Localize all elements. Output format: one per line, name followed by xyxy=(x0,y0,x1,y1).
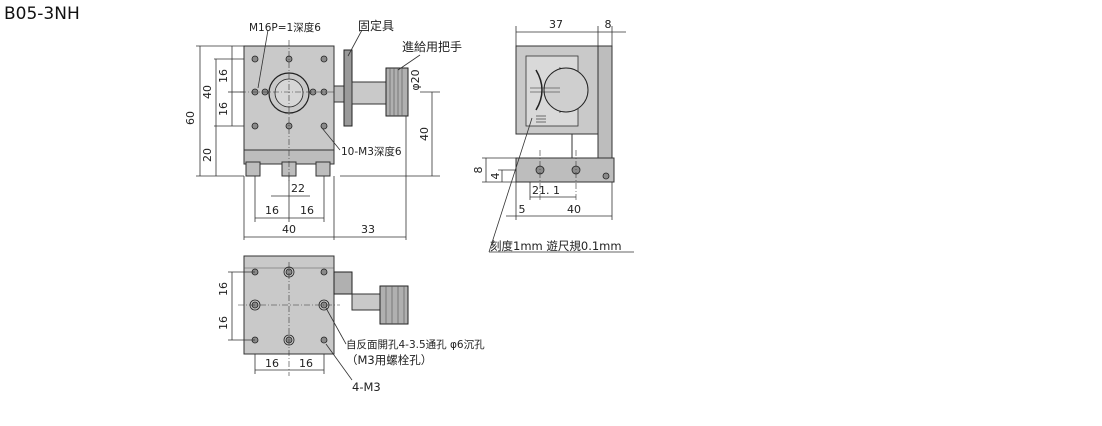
dim-40-side: 40 xyxy=(567,203,581,216)
dim-40-left: 40 xyxy=(201,85,214,99)
label-m3-holes: 10-M3深度6 xyxy=(341,145,402,158)
dim-4-side: 4 xyxy=(489,173,502,180)
top-view: 60 40 16 16 20 22 16 16 40 33 40 M16P=1深… xyxy=(184,18,462,240)
feed-handle xyxy=(385,67,409,117)
bottom-feed-handle xyxy=(379,285,409,325)
fixture-plate xyxy=(343,49,353,127)
dim-33: 33 xyxy=(361,223,375,236)
label-4-m3: 4-M3 xyxy=(352,380,381,394)
dim-16-upper: 16 xyxy=(217,69,230,83)
side-base xyxy=(515,157,615,183)
label-phi20: φ20 xyxy=(409,69,422,90)
dim-5: 5 xyxy=(519,203,526,216)
dim-16-lower: 16 xyxy=(217,102,230,116)
label-fixture: 固定具 xyxy=(358,18,394,33)
foot-right xyxy=(315,161,331,177)
dim-22: 22 xyxy=(291,182,305,195)
bottom-handle-barrel xyxy=(351,293,383,311)
label-through-holes: 自反面開孔4-3.5通孔 φ6沉孔 xyxy=(346,338,485,351)
label-thread: M16P=1深度6 xyxy=(249,21,321,34)
dim-16-bottom-h-left: 16 xyxy=(265,357,279,370)
dim-16-bottom-lower: 16 xyxy=(217,316,230,330)
dim-16-bottom-right: 16 xyxy=(300,204,314,217)
fixture-stem xyxy=(333,85,345,103)
dim-8-side: 8 xyxy=(472,167,485,174)
dim-16-bottom-h-right: 16 xyxy=(299,357,313,370)
dim-21-1: 21. 1 xyxy=(532,184,560,197)
dim-16-bottom-upper: 16 xyxy=(217,282,230,296)
dim-16-bottom-left: 16 xyxy=(265,204,279,217)
foot-left xyxy=(245,161,261,177)
dim-40-width: 40 xyxy=(282,223,296,236)
bottom-view: 16 16 16 16 自反面開孔4-3.5通孔 φ6沉孔 （M3用螺栓孔） 4… xyxy=(217,255,485,394)
label-feed-handle: 進給用把手 xyxy=(402,40,462,54)
dim-60: 60 xyxy=(184,111,197,125)
dim-20: 20 xyxy=(201,148,214,162)
label-scale: 刻度1mm 遊尺規0.1mm xyxy=(490,239,622,253)
handle-barrel xyxy=(351,81,387,105)
bottom-fixture xyxy=(333,271,353,295)
drawing-title: B05-3NH xyxy=(4,4,80,24)
dim-37: 37 xyxy=(549,18,563,31)
label-bolt-holes: （M3用螺栓孔） xyxy=(346,353,432,367)
dim-40-travel: 40 xyxy=(418,127,431,141)
side-view: 37 8 8 4 21. 1 5 40 刻度1mm 遊尺規0.1mm xyxy=(472,18,634,253)
dim-8-top: 8 xyxy=(605,18,612,31)
